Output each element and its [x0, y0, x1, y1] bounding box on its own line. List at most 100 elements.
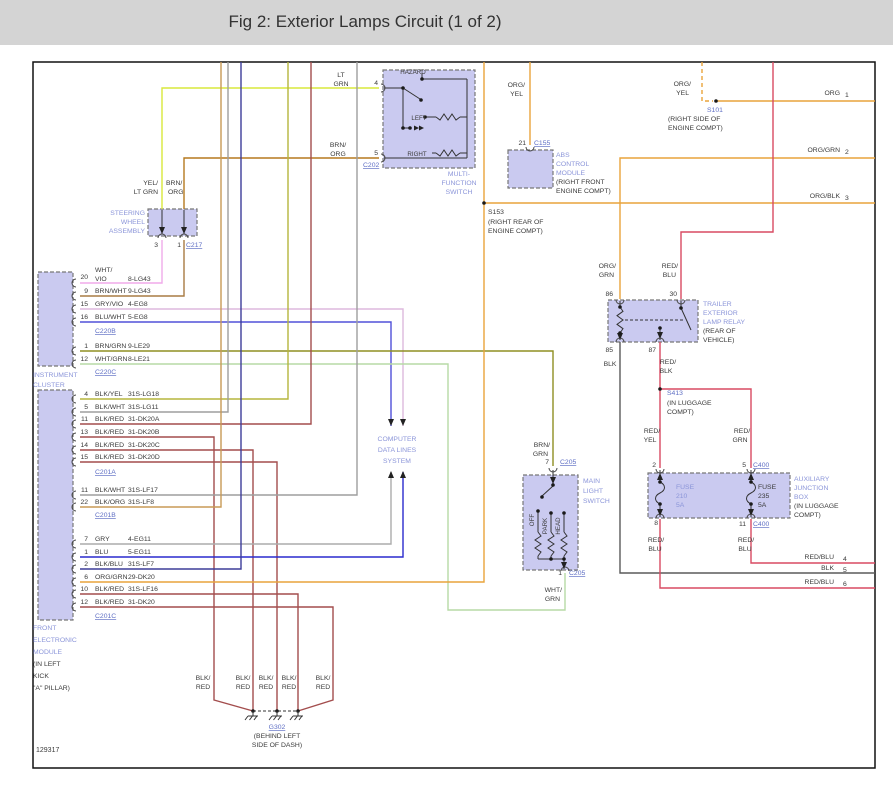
- label-7: 7: [545, 459, 549, 466]
- fuse-symbol: [655, 481, 665, 505]
- link-c400[interactable]: C400: [753, 462, 769, 469]
- label-in-left: (IN LEFT: [33, 661, 61, 668]
- wire-brn-grn: [80, 350, 554, 466]
- steering-wheel-assembly-box: [147, 208, 198, 237]
- link-c400[interactable]: C400: [753, 521, 769, 528]
- junction-dot: [540, 495, 544, 499]
- label-red: RED/: [662, 263, 678, 270]
- junction-dot: [658, 480, 662, 484]
- label-brn-grn: BRN/GRN: [95, 343, 126, 350]
- junction-dot: [536, 509, 540, 513]
- resistor-symbol: [435, 113, 461, 121]
- label-210: 210: [676, 493, 688, 500]
- label-4-eg8: 4-EG8: [128, 301, 148, 308]
- wire-arrowhead: [657, 332, 663, 339]
- label-12: 12: [80, 356, 88, 363]
- label-kick: KICK: [33, 673, 49, 680]
- label-red-blu: RED/BLU: [805, 579, 835, 586]
- label-brn: BRN/: [330, 142, 346, 149]
- wire-arrowhead: [657, 509, 663, 516]
- diagram-frame: [32, 61, 876, 769]
- label-switch: SWITCH: [583, 498, 610, 505]
- connector-pin-arc: [525, 146, 535, 152]
- label-behind-left: (BEHIND LEFT: [254, 733, 300, 740]
- label-11: 11: [81, 416, 88, 423]
- label-brn: BRN/: [534, 442, 550, 449]
- label-right: RIGHT: [407, 151, 426, 158]
- connector-pin-arc: [380, 153, 386, 163]
- label-main: MAIN: [583, 478, 600, 485]
- label-compt: COMPT): [794, 512, 821, 519]
- label-blk-red: BLK/RED: [95, 442, 124, 449]
- label-blk: BLK/: [196, 675, 211, 682]
- label-head: HEAD: [555, 517, 562, 535]
- ground-symbol: [289, 711, 303, 721]
- fuse-symbol: [746, 481, 756, 505]
- junction-dot: [562, 557, 566, 561]
- label-31s-lf17: 31S-LF17: [128, 487, 158, 494]
- link-c220b[interactable]: C220B: [95, 328, 116, 335]
- link-c205[interactable]: C205: [560, 459, 576, 466]
- label-org-grn: ORG/GRN: [95, 574, 128, 581]
- label-wht: WHT/: [95, 267, 112, 274]
- label-blk-red: BLK/RED: [95, 454, 124, 461]
- link-s101[interactable]: S101: [707, 107, 723, 114]
- label-blk-wht: BLK/WHT: [95, 487, 125, 494]
- connector-pin-arc: [71, 278, 77, 288]
- label-junction: JUNCTION: [794, 485, 828, 492]
- label-5: 5: [742, 462, 746, 469]
- label-grn: GRN: [333, 81, 348, 88]
- label-engine-compt: ENGINE COMPT): [556, 188, 611, 195]
- wire-arrowhead: [617, 333, 623, 340]
- label-org-blk: ORG/BLK: [810, 193, 841, 200]
- label-side-of-dash: SIDE OF DASH): [252, 742, 302, 749]
- label-blk: BLK/: [236, 675, 251, 682]
- instrument-cluster-box: [37, 271, 74, 367]
- wire-blu-wht: [80, 321, 392, 426]
- label-yel: YEL/: [143, 180, 158, 187]
- label-red: RED/: [738, 537, 754, 544]
- link-c205[interactable]: C205: [569, 570, 585, 577]
- label-red: RED: [259, 684, 273, 691]
- connector-pin-arc: [71, 407, 77, 417]
- link-g302[interactable]: G302: [269, 724, 286, 731]
- label-red: RED: [196, 684, 210, 691]
- label-front: FRONT: [33, 625, 56, 632]
- link-c217[interactable]: C217: [186, 242, 202, 249]
- abs-control-module-box: [507, 149, 554, 189]
- label-5a: 5A: [676, 502, 685, 509]
- connector-pin-arc: [71, 457, 77, 467]
- label-yel: YEL: [676, 90, 689, 97]
- label-wheel: WHEEL: [121, 219, 145, 226]
- junction-dot: [419, 98, 423, 102]
- label-2: 2: [845, 149, 849, 156]
- link-c201a[interactable]: C201A: [95, 469, 116, 476]
- label-org: ORG/: [599, 263, 616, 270]
- wire-arrowhead: [561, 562, 567, 569]
- wire-red-blu-relay: [680, 62, 774, 299]
- resistor-symbol: [534, 531, 542, 557]
- link-s413[interactable]: S413: [667, 390, 683, 397]
- link-c202[interactable]: C202: [363, 162, 379, 169]
- link-c220c[interactable]: C220C: [95, 369, 116, 376]
- label-switch: SWITCH: [446, 189, 473, 196]
- link-c201c[interactable]: C201C: [95, 613, 116, 620]
- label-rear-of: (REAR OF: [703, 328, 735, 335]
- label-right-rear-of: (RIGHT REAR OF: [488, 219, 543, 226]
- label-31-dk20d: 31-DK20D: [128, 454, 160, 461]
- connector-pin-arc: [71, 291, 77, 301]
- label-control: CONTROL: [556, 161, 589, 168]
- label-red: RED: [282, 684, 296, 691]
- link-c155[interactable]: C155: [534, 140, 550, 147]
- link-c201b[interactable]: C201B: [95, 512, 116, 519]
- label-engine-compt: ENGINE COMPT): [488, 228, 543, 235]
- label-blk-red: BLK/RED: [95, 599, 124, 606]
- label-vehicle: VEHICLE): [703, 337, 734, 344]
- ground-symbol: [268, 711, 282, 721]
- label-lt: LT: [337, 72, 344, 79]
- junction-dot: [658, 326, 662, 330]
- label-13: 13: [80, 429, 88, 436]
- label-red: RED/: [644, 428, 660, 435]
